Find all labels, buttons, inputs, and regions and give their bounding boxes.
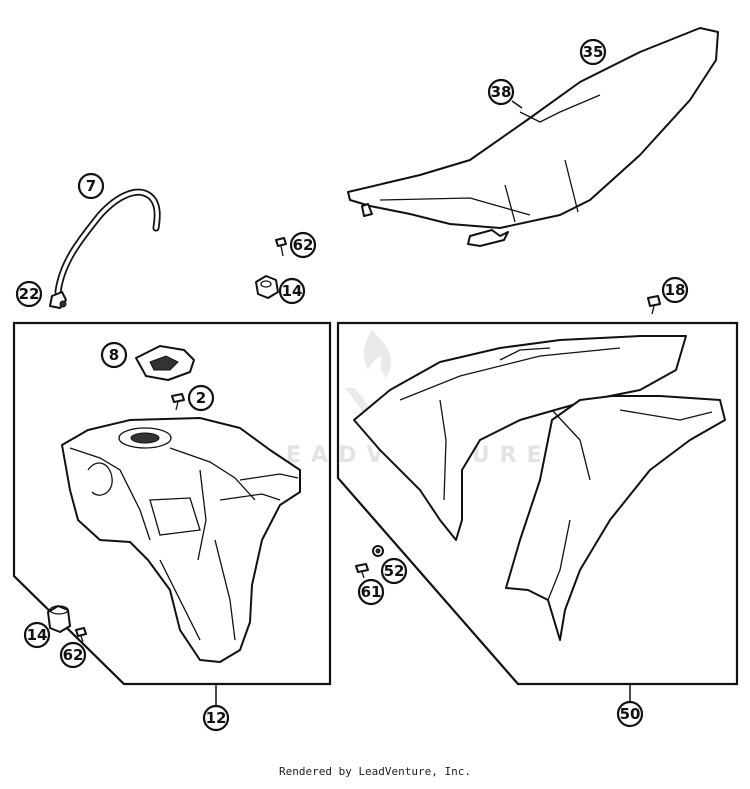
screw-part-2 [171,393,185,411]
callout-12[interactable]: 12 [202,704,230,732]
svg-text:12: 12 [206,709,227,727]
svg-text:8: 8 [109,346,119,364]
svg-text:61: 61 [361,583,382,601]
fuel-tank-part [61,417,301,663]
screw-part-18 [647,295,661,315]
screw-part-top [275,237,287,257]
svg-text:52: 52 [384,562,405,580]
callout-52[interactable]: 52 [380,557,408,585]
callout-22[interactable]: 22 [15,280,43,308]
callout-7[interactable]: 7 [77,172,105,200]
hose-fitting-part [49,291,67,309]
render-credit: Rendered by LeadVenture, Inc. [278,765,472,778]
bushing-part-bottom [47,605,71,633]
fuel-tank-group-frame [12,321,332,686]
svg-text:50: 50 [620,705,641,723]
seat-part [347,27,719,247]
callout-8[interactable]: 8 [100,341,128,369]
callout-62-bottom[interactable]: 62 [59,641,87,669]
fuel-cap-part [135,345,195,381]
washer-part-52 [372,545,384,557]
svg-text:35: 35 [583,43,604,61]
callout-14-bottom[interactable]: 14 [23,621,51,649]
fuel-hose-part [54,188,161,296]
callout-2[interactable]: 2 [187,384,215,412]
right-shroud-part [505,395,726,641]
svg-text:62: 62 [293,236,314,254]
svg-text:14: 14 [282,282,303,300]
svg-text:2: 2 [196,389,206,407]
callout-50[interactable]: 50 [616,700,644,728]
callout-38[interactable]: 38 [487,78,515,106]
callout-62-top[interactable]: 62 [289,231,317,259]
screw-part-bottom [75,627,87,643]
svg-text:22: 22 [19,285,40,303]
callout-14-top[interactable]: 14 [278,277,306,305]
svg-text:14: 14 [27,626,48,644]
callout-61[interactable]: 61 [357,578,385,606]
svg-text:38: 38 [491,83,512,101]
shroud-group-frame [336,321,739,686]
callout-18[interactable]: 18 [661,276,689,304]
nut-part-top [255,275,279,299]
callout-35[interactable]: 35 [579,38,607,66]
svg-text:18: 18 [665,281,686,299]
screw-part-61 [355,563,369,579]
svg-text:62: 62 [63,646,84,664]
svg-text:7: 7 [86,177,96,195]
leader-38 [511,100,523,109]
